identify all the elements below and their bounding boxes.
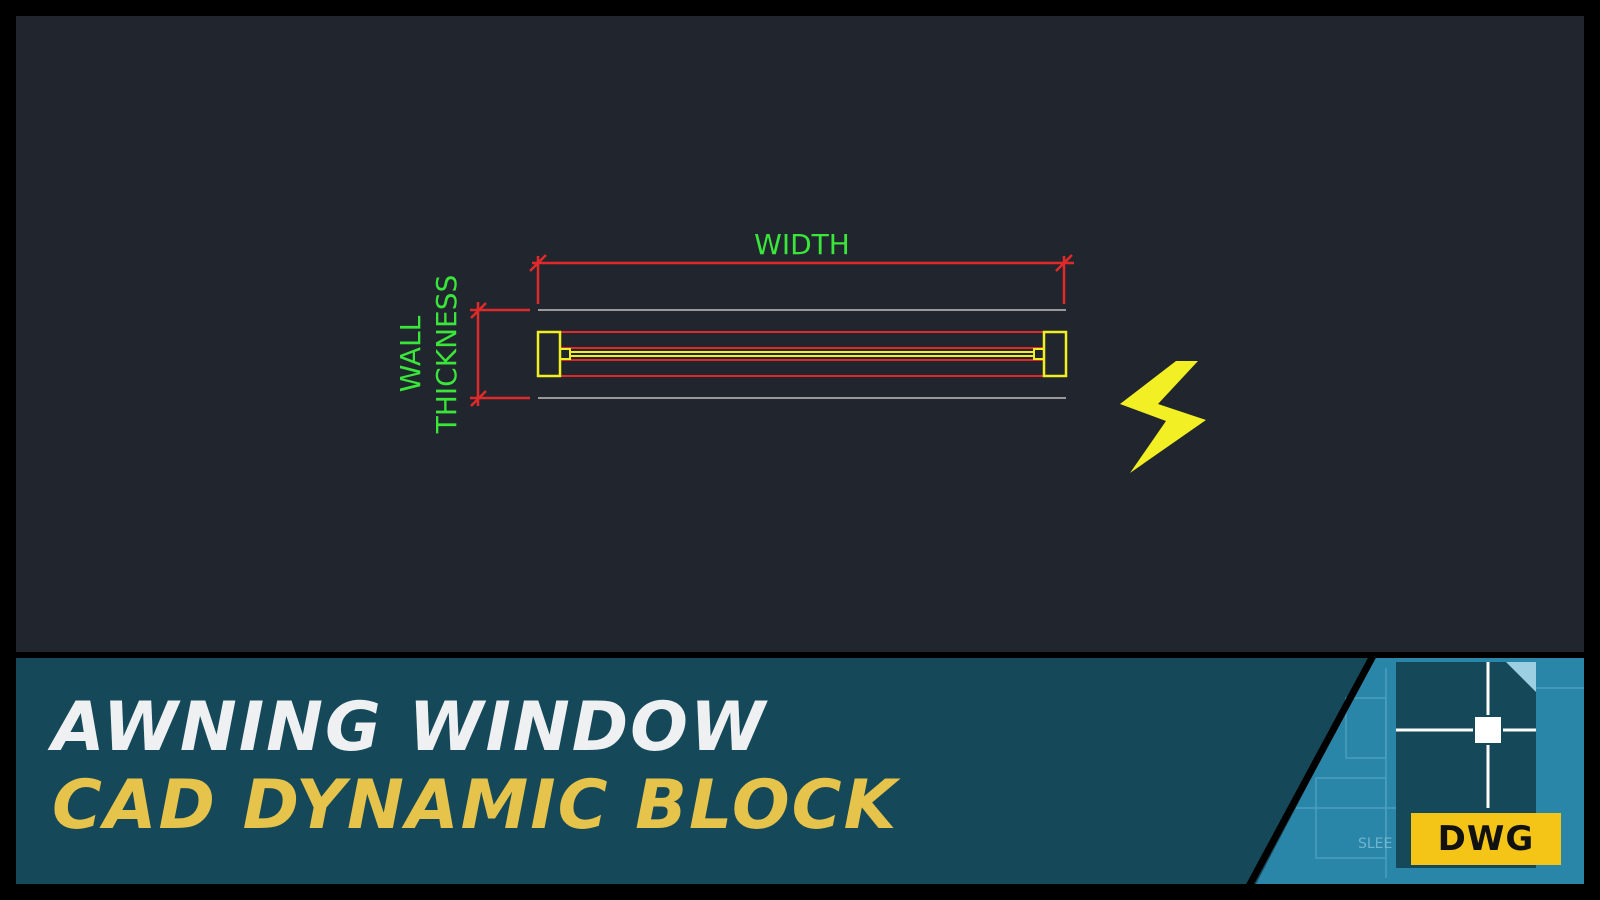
- title-line-1: AWNING WINDOW: [52, 688, 767, 767]
- wall-tick-bottom: [470, 390, 487, 407]
- jamb-left: [536, 330, 562, 378]
- file-icon-corner: [1506, 662, 1536, 692]
- glass-stop-left: [559, 348, 571, 360]
- width-dimension: [529, 254, 1074, 304]
- width-tick-left: [529, 254, 547, 272]
- banner-divider: [1246, 658, 1376, 884]
- title-banner: SLEE DWG AWNING WINDOW CAD DYNAMIC BLOCK: [16, 658, 1584, 884]
- awning-window-drawing: WIDTH WALL THICKNESS: [394, 228, 1206, 473]
- file-icon-grip: [1473, 715, 1503, 745]
- width-label: WIDTH: [754, 228, 850, 261]
- cad-drawing-canvas: WIDTH WALL THICKNESS: [16, 16, 1584, 652]
- wall-tick-top: [470, 302, 487, 319]
- wall-label-line2: THICKNESS: [430, 275, 463, 435]
- title-line-2: CAD DYNAMIC BLOCK: [52, 766, 899, 845]
- window-frame: [536, 330, 1068, 378]
- lightning-bolt-icon: [1120, 361, 1206, 473]
- blueprint-watermark: SLEE: [1358, 836, 1392, 852]
- width-tick-right: [1055, 254, 1073, 272]
- wall-thickness-dimension: [470, 302, 530, 407]
- glass-stop-right: [1033, 348, 1045, 360]
- window-outer-frame: [537, 331, 1067, 377]
- wall-label-line1: WALL: [394, 315, 427, 392]
- jamb-right: [1042, 330, 1068, 378]
- dwg-badge: DWG: [1411, 813, 1561, 865]
